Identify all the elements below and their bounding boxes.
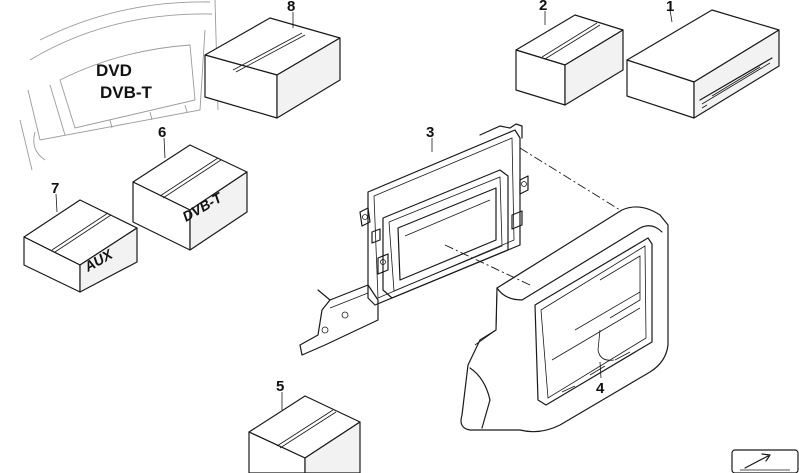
part-screen-bracket-3[interactable] [299,123,529,356]
callout-2: 2 [539,0,547,14]
callout-1: 1 [666,0,674,15]
part-dvd-drive-1[interactable] [626,9,780,119]
callout-7: 7 [51,180,59,197]
callout-3: 3 [426,124,434,141]
part-trim-frame-4[interactable] [460,206,669,433]
alignment-line-lower [444,244,531,286]
dashboard-screen-illustration: DVD DVB-T [19,0,219,171]
callout-8: 8 [287,0,295,15]
callout-5: 5 [276,378,284,395]
part-box-7[interactable]: AUX [23,199,138,293]
part-box-2[interactable] [515,14,624,106]
part-box-8[interactable] [204,17,341,119]
alignment-line-upper [519,147,621,211]
screen-label-dvd: DVD [96,61,132,80]
callout-6: 6 [158,124,166,141]
screen-label-dvbt: DVB-T [100,83,153,102]
part-box-5[interactable] [248,395,361,473]
callout-4: 4 [596,380,605,397]
part-box-6[interactable]: DVB-T [132,144,248,251]
arrow-icon [731,449,799,473]
